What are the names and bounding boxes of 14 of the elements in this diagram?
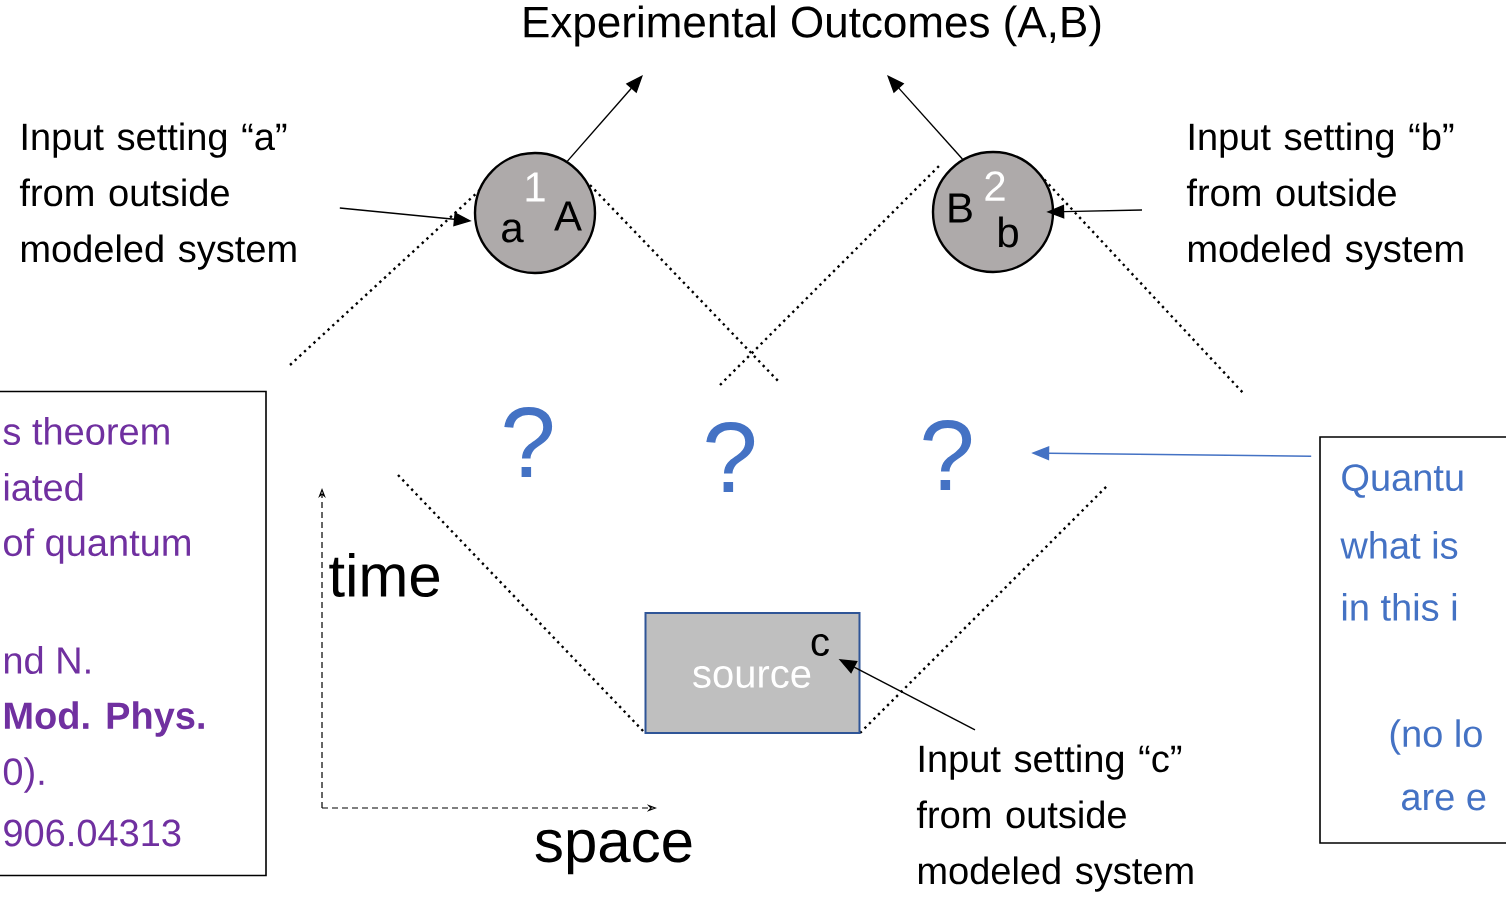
axis-label: time	[329, 552, 440, 598]
source-box: c source	[644, 612, 861, 734]
arrow	[566, 75, 643, 162]
question-mark: ?	[504, 407, 553, 477]
text-box: Quantu what is in this i (no lo are e	[1319, 436, 1506, 844]
text-box: s theorem iated of quantum nd N. Mod. Phys. 0). 906.04313	[0, 390, 267, 877]
input-note: Input setting “c” from outside modeled system	[916, 744, 1193, 892]
arrow	[887, 75, 964, 160]
input-note: Input setting “a” from outside modeled system	[19, 122, 296, 270]
input-note: Input setting “b” from outside modeled system	[1186, 122, 1463, 270]
question-mark: ?	[923, 420, 972, 490]
title: Experimental Outcomes (A,B)	[524, 5, 1101, 47]
question-mark: ?	[706, 422, 755, 492]
axis-label: space	[535, 829, 692, 875]
